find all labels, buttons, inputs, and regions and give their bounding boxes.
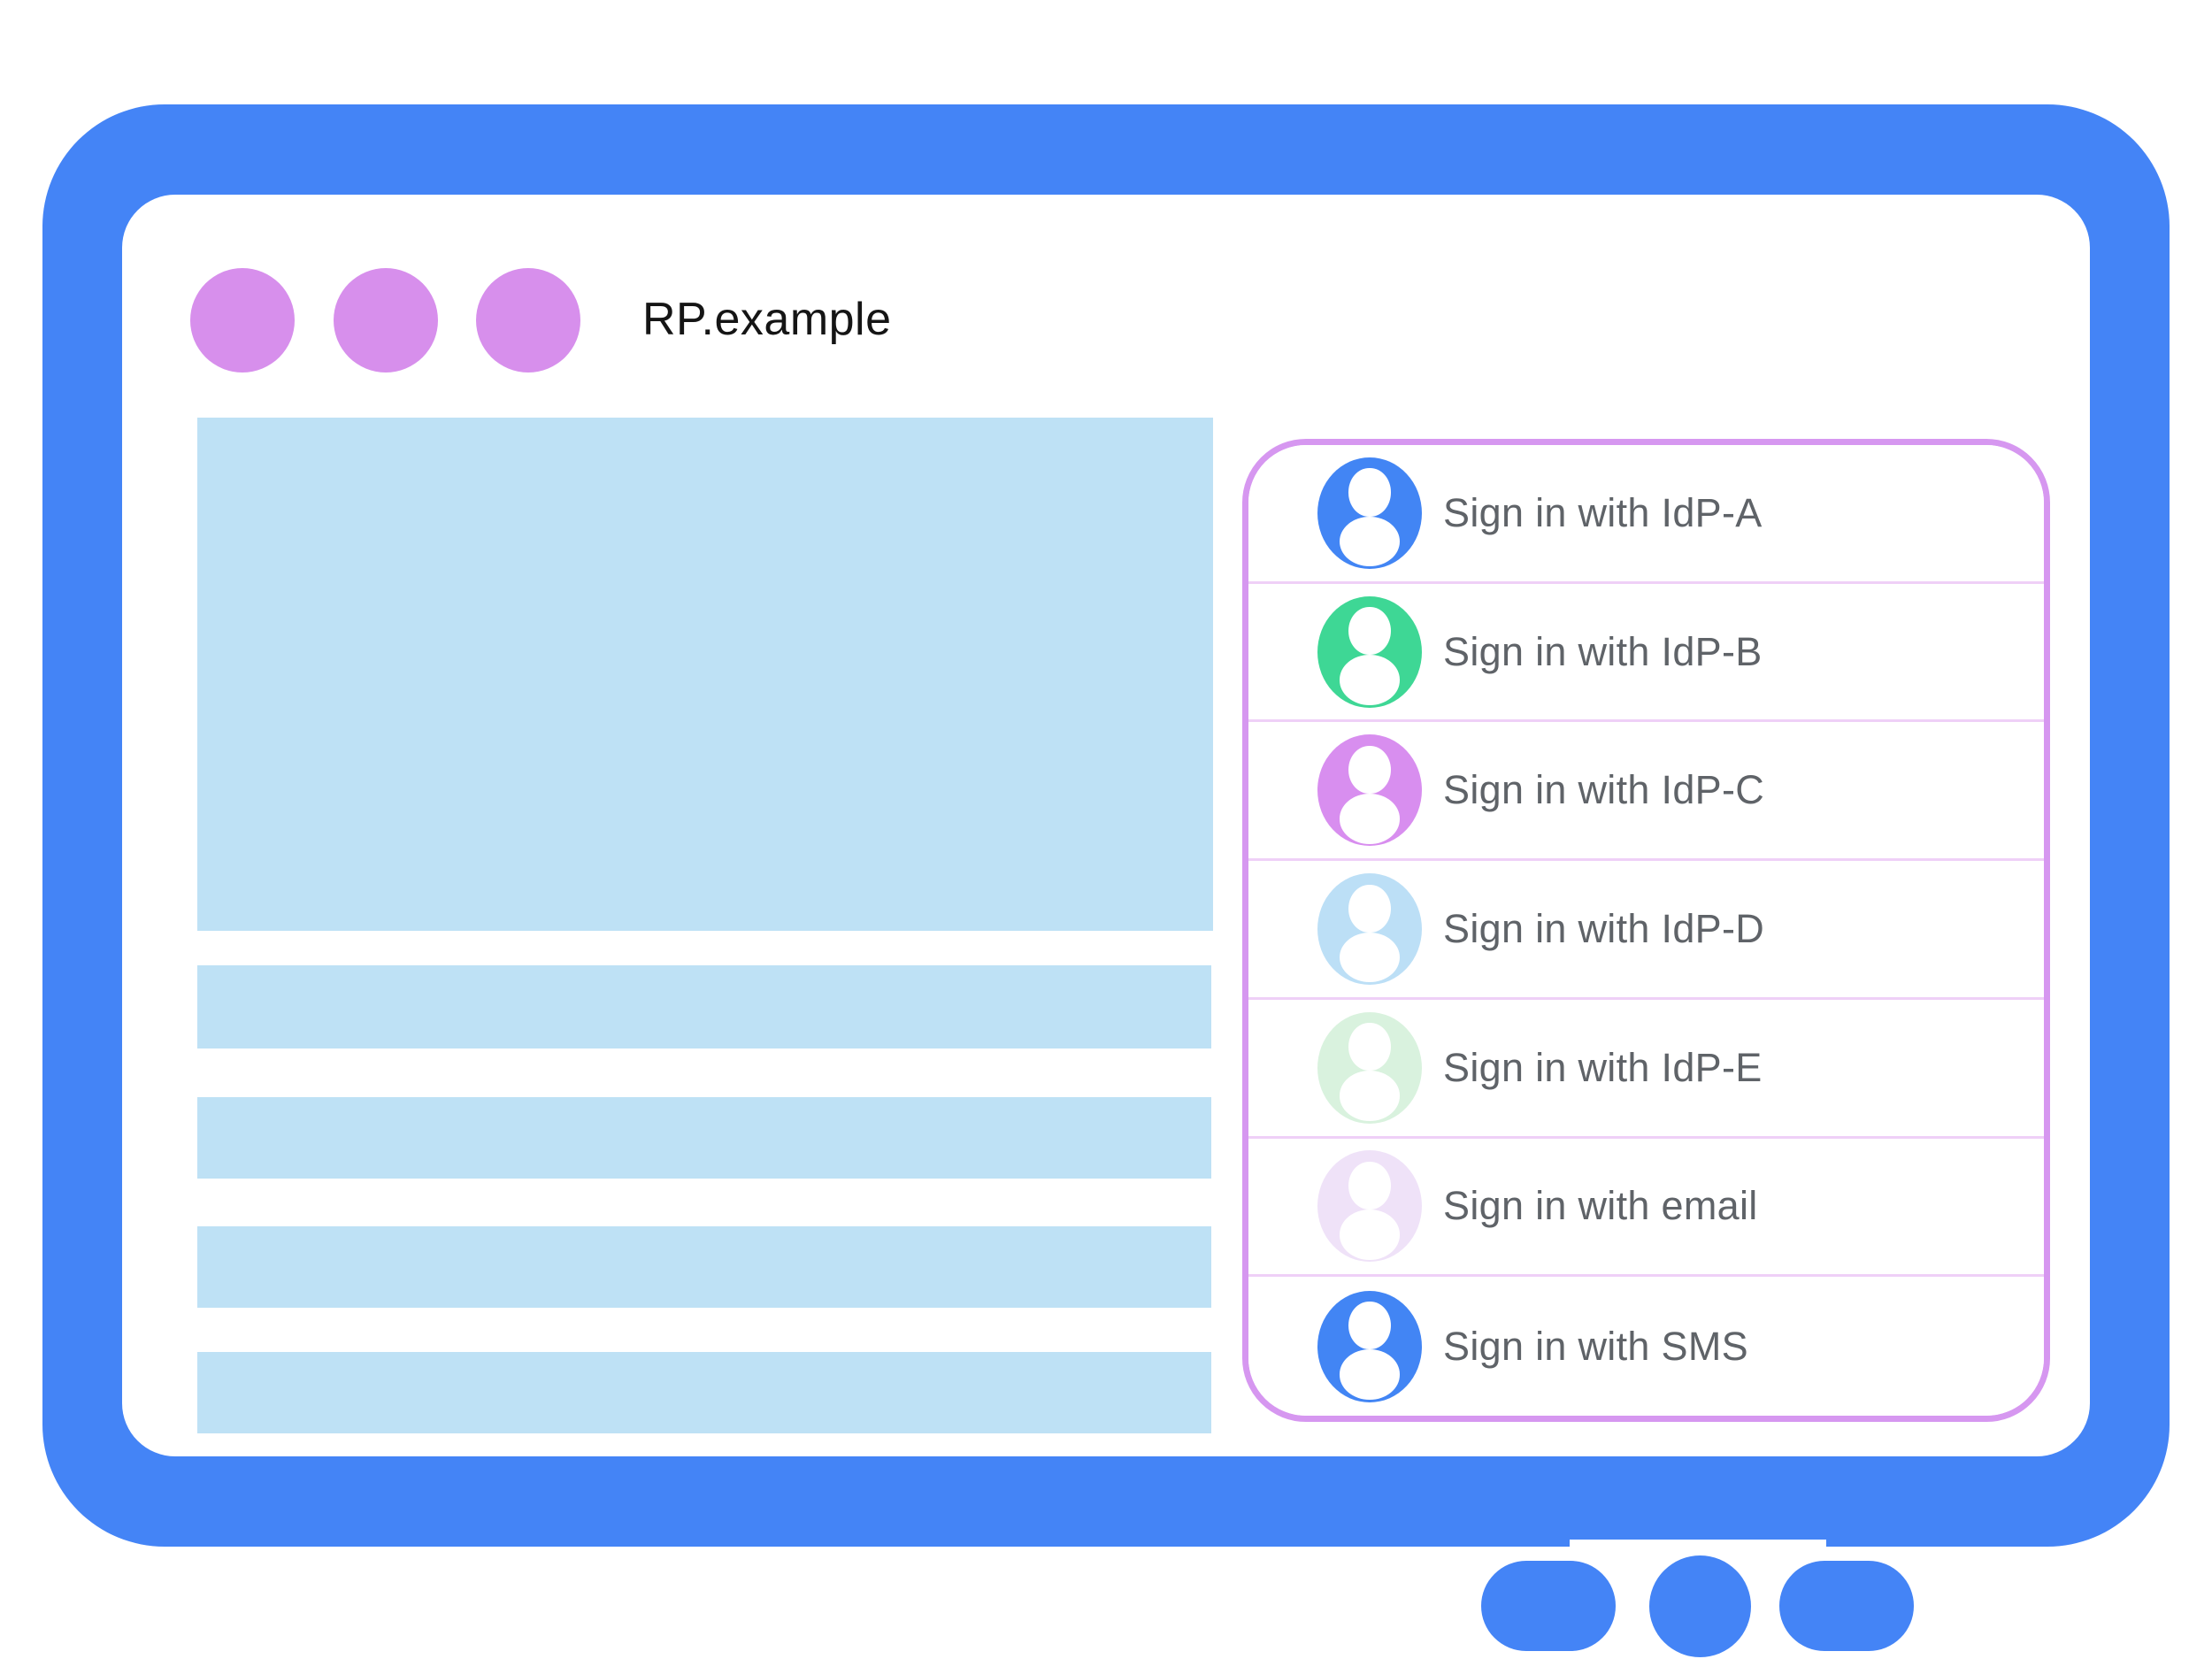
window-dot-icon (334, 268, 438, 373)
signin-option-label: Sign in with IdP-D (1443, 905, 1765, 951)
avatar-shoulders-shape (1339, 1210, 1401, 1260)
avatar-head-shape (1348, 607, 1391, 656)
avatar-shoulders-shape (1339, 794, 1401, 844)
signin-option-label: Sign in with SMS (1443, 1323, 1748, 1369)
signin-option-label: Sign in with IdP-E (1443, 1044, 1763, 1090)
frame-chin-left-cap (1481, 1561, 1616, 1651)
avatar-head-shape (1348, 468, 1391, 517)
signin-option-label: Sign in with IdP-B (1443, 628, 1763, 674)
avatar-shoulders-shape (1339, 655, 1401, 706)
person-avatar-icon (1317, 872, 1422, 985)
content-placeholder-line (197, 965, 1211, 1048)
signin-option-button[interactable]: Sign in with email (1248, 1138, 2044, 1278)
frame-chin-right-cap (1779, 1561, 1914, 1651)
avatar-head-shape (1348, 1302, 1391, 1350)
avatar-head-shape (1348, 884, 1391, 933)
content-placeholder-hero (197, 418, 1213, 931)
signin-option-button[interactable]: Sign in with IdP-E (1248, 999, 2044, 1139)
person-avatar-icon (1317, 1150, 1422, 1263)
signin-option-label: Sign in with email (1443, 1183, 1758, 1229)
signin-option-button[interactable]: Sign in with IdP-D (1248, 861, 2044, 1000)
signin-panel: Sign in with IdP-A Sign in with IdP-B Sign… (1242, 439, 2050, 1422)
avatar-head-shape (1348, 745, 1391, 795)
person-avatar-icon (1317, 1011, 1422, 1124)
frame-chin-circle (1649, 1555, 1751, 1657)
avatar-shoulders-shape (1339, 1349, 1401, 1401)
content-placeholder-line (197, 1352, 1211, 1433)
avatar-shoulders-shape (1339, 516, 1401, 567)
signin-option-button[interactable]: Sign in with IdP-A (1248, 445, 2044, 584)
content-placeholder-line (197, 1226, 1211, 1308)
person-avatar-icon (1317, 457, 1422, 569)
person-avatar-icon (1317, 595, 1422, 708)
signin-option-button[interactable]: Sign in with IdP-B (1248, 583, 2044, 723)
avatar-head-shape (1348, 1023, 1391, 1071)
address-text: RP.example (642, 293, 892, 345)
avatar-head-shape (1348, 1162, 1391, 1210)
avatar-shoulders-shape (1339, 1071, 1401, 1122)
content-placeholder-line (197, 1097, 1211, 1179)
signin-option-button[interactable]: Sign in with SMS (1248, 1277, 2044, 1416)
window-dot-icon (190, 268, 295, 373)
signin-option-button[interactable]: Sign in with IdP-C (1248, 722, 2044, 862)
signin-option-label: Sign in with IdP-C (1443, 767, 1765, 813)
avatar-shoulders-shape (1339, 932, 1401, 983)
window-dot-icon (476, 268, 580, 373)
signin-option-label: Sign in with IdP-A (1443, 489, 1763, 535)
person-avatar-icon (1317, 1290, 1422, 1402)
person-avatar-icon (1317, 734, 1422, 847)
